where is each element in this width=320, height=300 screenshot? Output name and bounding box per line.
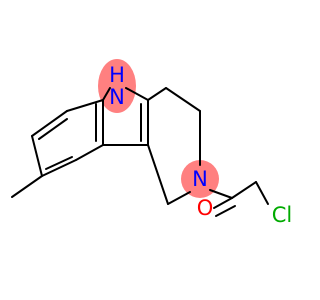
bond-n-carbonyl	[209, 189, 233, 199]
bond-pip-2	[165, 87, 201, 112]
bond-carbonyl-o	[213, 197, 233, 209]
bond-benzene-4	[41, 159, 77, 177]
chlorine-label: Cl	[272, 203, 293, 227]
ring-nitrogen-label: N	[192, 167, 208, 191]
nh-nitrogen-label: N	[109, 85, 125, 109]
bond-benzene-4-inner	[45, 156, 73, 170]
bond-benzene-3	[31, 135, 43, 177]
bond-carbonyl-o-2	[215, 205, 236, 217]
bond-pip-4	[167, 191, 191, 205]
bond-pip-1	[147, 87, 167, 101]
ring-n-highlight	[181, 160, 219, 198]
bond-ch2-cl	[255, 181, 269, 205]
molecule-canvas: H N N O Cl	[11, 59, 293, 227]
bond-pyrrole-1	[102, 87, 111, 101]
bond-carbonyl-ch2	[231, 181, 257, 199]
bond-benzene-1	[66, 99, 104, 112]
nh-label: H	[109, 63, 125, 87]
nh-highlight	[98, 59, 136, 113]
oxygen-label: O	[197, 196, 214, 220]
bond-pip-5	[147, 144, 169, 205]
bond-pyrrole-2	[125, 87, 149, 101]
bond-benzene-2	[31, 110, 68, 137]
bond-benzene-2-inner	[38, 118, 68, 140]
bond-benzene-5	[75, 144, 104, 161]
bond-methyl	[11, 175, 43, 198]
molecule-structure: H N N O Cl	[11, 59, 293, 227]
